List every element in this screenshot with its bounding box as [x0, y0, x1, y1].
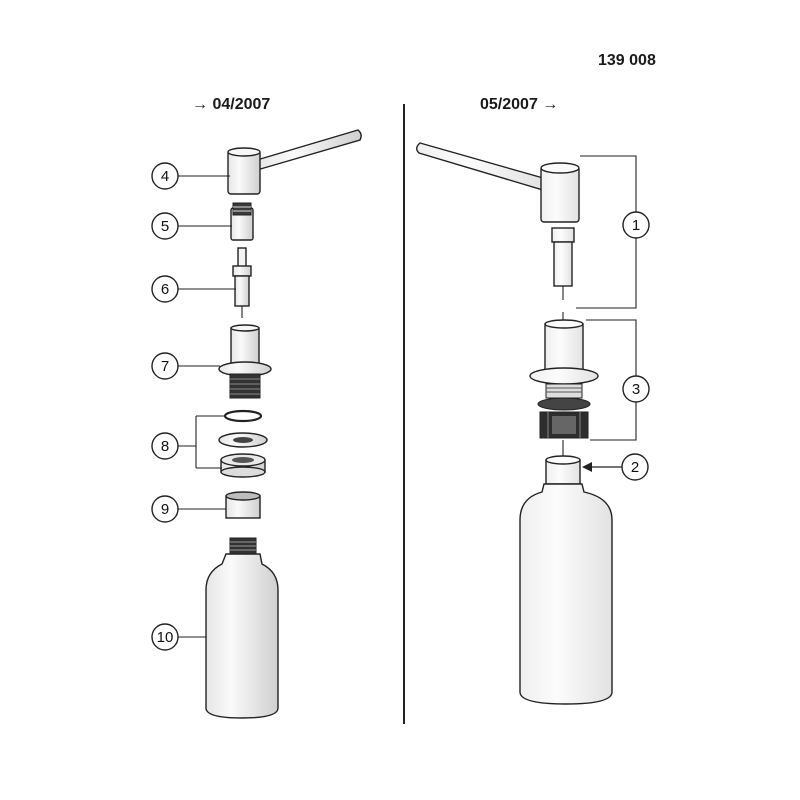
callout-5-label: 5 [161, 218, 169, 235]
callout-8-label: 8 [161, 438, 169, 455]
callout-1-label: 1 [632, 217, 640, 234]
document-number: 139 008 [598, 52, 656, 69]
part-8-seal-set [218, 409, 268, 478]
left-leader-lines [178, 175, 236, 638]
callout-10: 10 [151, 623, 179, 651]
callout-7: 7 [151, 352, 179, 380]
callout-5: 5 [151, 212, 179, 240]
callout-3: 3 [622, 375, 650, 403]
callout-2: 2 [621, 453, 649, 481]
right-version-label: 05/2007 → [480, 96, 559, 113]
part-2-adapter [545, 440, 581, 485]
part-5-insert [230, 202, 254, 241]
part-1-pump-assembly [416, 142, 580, 300]
left-version-label: → 04/2007 [192, 96, 271, 113]
callout-8: 8 [151, 432, 179, 460]
part-3-housing [529, 312, 599, 439]
part-6-piston [232, 247, 252, 318]
callout-7-label: 7 [161, 358, 169, 375]
callout-9: 9 [151, 495, 179, 523]
part-10-bottle [205, 537, 279, 719]
part-4-pump-head [227, 129, 362, 195]
right-bottle [519, 483, 613, 705]
part-7-housing [218, 324, 272, 399]
part-9-adapter [225, 491, 261, 519]
callout-6: 6 [151, 275, 179, 303]
callout-2-label: 2 [631, 459, 639, 476]
callout-1: 1 [622, 211, 650, 239]
callout-10-label: 10 [157, 629, 174, 646]
callout-9-label: 9 [161, 501, 169, 518]
callout-3-label: 3 [632, 381, 640, 398]
callout-6-label: 6 [161, 281, 169, 298]
callout-4-label: 4 [161, 168, 169, 185]
callout-4: 4 [151, 162, 179, 190]
